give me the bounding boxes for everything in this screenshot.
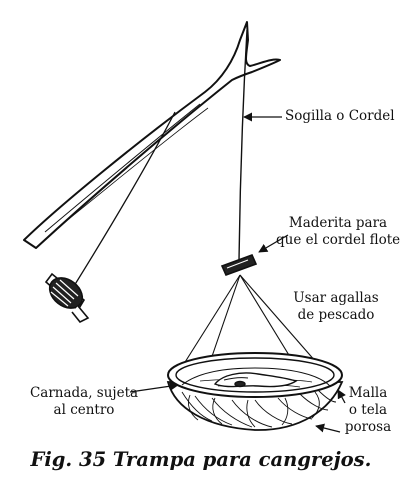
float-stick (220, 253, 258, 277)
mesh-label: Malla o tela porosa (344, 385, 392, 435)
crab-trap-basket (166, 352, 344, 431)
mesh-arrow (337, 389, 346, 404)
branch-pole (23, 21, 281, 249)
weight-line (73, 111, 176, 287)
bait (213, 372, 298, 388)
bait-label: Carnada, sujeta al centro (29, 385, 139, 418)
float-stick-label: Maderita para que el cordel flote (276, 215, 401, 248)
fish-gills-label: Usar agallas de pescado (293, 290, 379, 323)
wrapped-weight (44, 272, 90, 324)
figure-caption: Fig. 35 Trampa para cangrejos. (30, 448, 372, 471)
mesh-arrow-2 (315, 423, 341, 433)
bait-arrow (129, 381, 179, 393)
string-label: Sogilla o Cordel (285, 108, 395, 124)
float-arrow (258, 234, 289, 253)
main-string (238, 29, 248, 263)
label-arrows (129, 112, 346, 433)
